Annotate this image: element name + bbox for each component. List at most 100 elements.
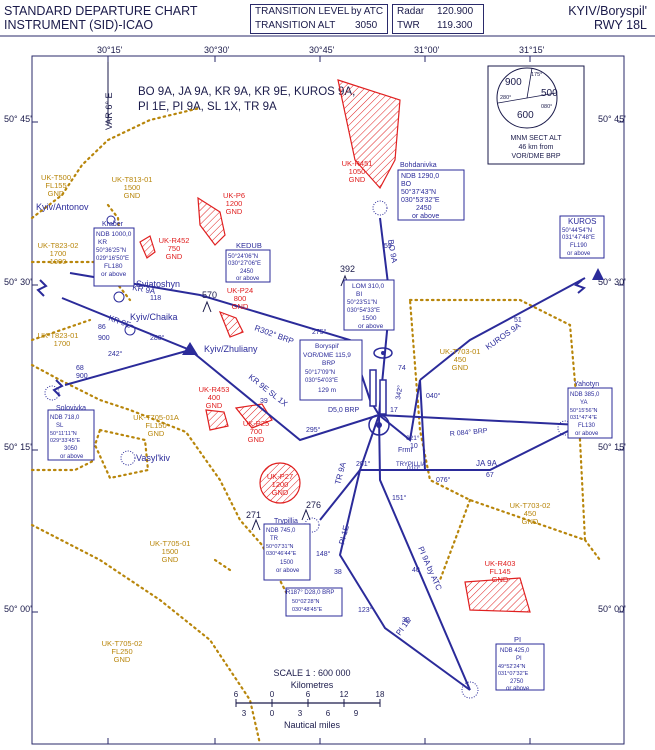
lat-label-2-left: 50° 30' <box>4 277 32 287</box>
t705-02-name: UK-T705-02 <box>102 639 143 648</box>
kedub-name: KEDUB <box>236 241 262 250</box>
dist-59: 59 <box>384 243 392 250</box>
restricted-areas <box>139 79 531 613</box>
area-uk-r453 <box>205 409 229 431</box>
obstacle-570: 570 <box>202 290 217 300</box>
yahotyn-fl: FL130 <box>578 423 596 429</box>
runway-symbol <box>368 369 390 436</box>
label-kuros9a: KUROS 9A <box>484 321 523 352</box>
label-242: 242° <box>108 350 123 358</box>
nm-tick-4: 6 <box>326 709 331 718</box>
solovivka-ident: SL <box>56 423 64 429</box>
trypillia-box <box>263 523 311 581</box>
label-kr9e-sl1x: KR 9E SL 1X <box>247 372 290 408</box>
place-chaika: Kyiv/Chaika <box>130 312 178 322</box>
km-tick-2: 0 <box>270 690 275 699</box>
boryspil-vor-box <box>299 339 363 401</box>
solovivka-lon: 029°33'45"E <box>50 438 81 444</box>
solovivka-freq: NDB 718,0 <box>50 415 80 421</box>
t705-01a-lower: GND <box>148 429 165 438</box>
yahotyn-name: Yahotyn <box>574 381 599 388</box>
label-275: 275° <box>312 328 327 336</box>
r451-name: UK-R451 <box>342 159 373 168</box>
t703-01-lower: GND <box>452 363 469 372</box>
kraber-fl: FL180 <box>104 263 123 270</box>
yahotyn-lat: 50°15'56"N <box>570 408 598 414</box>
scale-nm-label: Nautical miles <box>284 720 341 730</box>
pi-lon: 031°07'32"E <box>498 671 529 677</box>
bohdanivka-name: Bohdanivka <box>400 162 437 169</box>
r453-lower: GND <box>206 401 223 410</box>
label-trypillia-fix: TRYPILLIA <box>396 462 426 468</box>
route-kuros-9a <box>419 277 586 381</box>
alt-900-b: 900 <box>98 335 110 342</box>
zhuliany-symbol <box>182 342 198 355</box>
place-zhuliany: Kyiv/Zhuliany <box>204 344 258 354</box>
area-uk-r451 <box>337 79 401 190</box>
alt-900-a: 900 <box>76 373 88 380</box>
p24-upper: 800 <box>234 294 247 303</box>
bohdanivka-alt-note: or above <box>412 213 439 220</box>
label-r302: R302° BRP <box>253 323 295 345</box>
procedure-list-line1: BO 9A, JA 9A, KR 9A, KR 9E, KUROS 9A, <box>138 86 355 98</box>
kuros-waypoint-symbol <box>592 268 604 280</box>
transition-alt-value: 3050 <box>355 20 378 31</box>
t813-lower: GND <box>124 191 141 200</box>
dist-30: 30 <box>402 617 410 624</box>
yahotyn-freq: NDB 385,0 <box>570 392 600 398</box>
boryspil-elev: 129 m <box>318 387 336 394</box>
boryspil-name: Boryspil' <box>315 343 339 350</box>
vasylkiv-symbol <box>120 450 136 466</box>
graticule-ticks <box>32 56 624 744</box>
label-r084: R 084° BRP <box>449 427 488 438</box>
lat-label-4-right: 50° 00' <box>598 604 626 614</box>
p27-upper: 1200 <box>272 480 289 489</box>
nm-tick-1: 3 <box>242 709 247 718</box>
area-uk-r403 <box>464 577 531 613</box>
title-line2: INSTRUMENT (SID)-ICAO <box>4 18 154 32</box>
bohdanivka-freq: NDB 1290,0 <box>401 173 439 180</box>
km-tick-3: 6 <box>306 690 311 699</box>
pi-alt-note: or above <box>506 686 530 692</box>
lom-lon: 030°54'33"E <box>347 308 380 314</box>
t705-01a-upper: FL150 <box>145 421 166 430</box>
msa-reference: VOR/DME BRP <box>511 153 560 160</box>
label-010: 010° <box>407 464 421 472</box>
msa-bearing-280: 280° <box>500 95 511 101</box>
p6-upper: 1200 <box>226 199 243 208</box>
kuros-fl: FL190 <box>570 243 588 249</box>
label-frmr: Frmr <box>398 447 413 454</box>
radar-freq: 120.900 <box>437 6 474 17</box>
kuros-box <box>559 215 605 259</box>
label-123: 123° <box>358 606 373 614</box>
label-280: 280° <box>150 334 165 342</box>
label-040: 040° <box>426 392 441 400</box>
dist-17: 17 <box>390 407 398 414</box>
solovivka-alt: 3050 <box>64 446 78 452</box>
p25-lower: GND <box>248 435 265 444</box>
trypillia-alt: 1500 <box>280 560 294 566</box>
trypillia-name: Trypillia <box>274 518 298 525</box>
km-tick-5: 18 <box>376 690 385 699</box>
label-ja9a: JA 9A <box>476 459 498 468</box>
airport-name: KYIV/Boryspil' <box>568 4 647 18</box>
kraber-name: Kraber <box>102 221 124 228</box>
boryspil-ident: BRP <box>322 360 335 367</box>
pi-box <box>495 643 545 691</box>
r452-lower: GND <box>166 252 183 261</box>
r453-name: UK-R453 <box>199 385 230 394</box>
title-line1: STANDARD DEPARTURE CHART <box>4 4 198 18</box>
msa-sector-e: 500 <box>541 88 558 99</box>
r451-upper: 1050 <box>349 167 366 176</box>
t500-name: UK-T500 <box>41 173 71 182</box>
msa-title: MNM SECT ALT <box>510 135 562 142</box>
msa-bearing-175: 175° <box>531 72 542 78</box>
yahotyn-lon: 031°47'4"E <box>570 415 598 421</box>
msa-box <box>487 65 585 165</box>
pi-freq: NDB 425,0 <box>500 648 530 654</box>
twr-label: TWR <box>397 20 420 31</box>
r187-box <box>285 587 343 617</box>
r403-name: UK-R403 <box>485 559 516 568</box>
t703-02-upper: 450 <box>524 509 537 518</box>
